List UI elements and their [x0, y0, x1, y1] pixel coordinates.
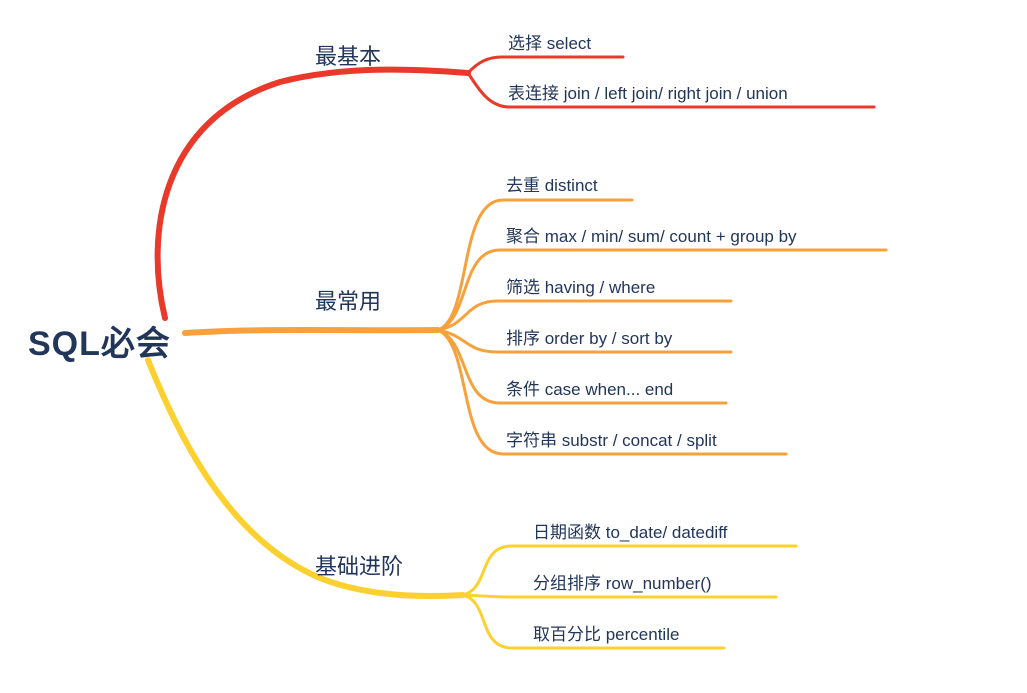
branch-2-child-1-topic[interactable]: 去重 distinct [506, 176, 598, 195]
branch-2-child-4-line [436, 328, 733, 354]
branch-1-trunk-line [154, 66, 471, 321]
branch-2-child-2-topic[interactable]: 聚合 max / min/ sum/ count + group by [506, 227, 797, 246]
branch-3-topic[interactable]: 基础进阶 [315, 554, 404, 579]
branch-3-trunk-line [145, 357, 466, 599]
branch-1-child-1-line [466, 55, 625, 75]
branch-2-child-6-line [436, 328, 788, 456]
branch-1-child-2-topic[interactable]: 表连接 join / left join/ right join / union [508, 84, 788, 103]
branch-1-topic[interactable]: 最基本 [315, 44, 382, 69]
branch-2-trunk-line [182, 327, 441, 336]
branch-3-child-2-line [461, 593, 778, 599]
root-topic[interactable]: SQL必会 [28, 325, 171, 363]
branch-3-child-3-line [461, 593, 726, 650]
branch-3-child-1-line [461, 544, 798, 597]
branch-2-topic[interactable]: 最常用 [315, 289, 382, 314]
branch-1-child-1-topic[interactable]: 选择 select [508, 34, 592, 53]
branch-2-child-2-line [436, 248, 888, 332]
branch-2-child-3-line [436, 299, 733, 332]
branch-2-child-4-topic[interactable]: 排序 order by / sort by [506, 329, 673, 348]
branch-3-child-2-topic[interactable]: 分组排序 row_number() [533, 574, 712, 593]
branch-2-child-6-topic[interactable]: 字符串 substr / concat / split [506, 431, 717, 450]
branch-2-child-5-topic[interactable]: 条件 case when... end [506, 380, 674, 399]
branch-3-child-3-topic[interactable]: 取百分比 percentile [533, 625, 680, 644]
branch-2-child-3-topic[interactable]: 筛选 having / where [506, 278, 656, 297]
branch-1-child-2-line [466, 71, 876, 109]
branch-2-child-1-line [436, 198, 634, 332]
branch-3-child-1-topic[interactable]: 日期函数 to_date/ datediff [533, 523, 728, 542]
